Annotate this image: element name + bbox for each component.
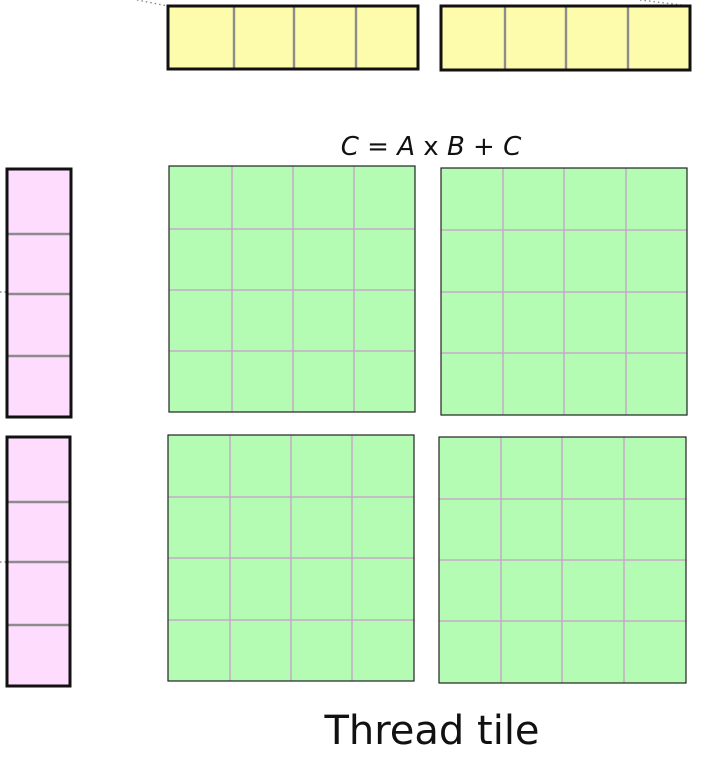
- accumulator-tile-top-right: [440, 167, 688, 416]
- accumulator-tile-bottom-left: [167, 434, 415, 682]
- accumulator-tile-bottom-right: [438, 436, 687, 684]
- b-fragment-right: [439, 4, 692, 72]
- b-fragment-left: [166, 4, 420, 71]
- formula-plus: +: [465, 132, 503, 162]
- formula-equals: =: [359, 132, 397, 162]
- formula-c-accumulator: C: [503, 132, 522, 162]
- formula-c-term: C: [341, 132, 360, 162]
- leader-line-b-left: [136, 0, 169, 7]
- accumulator-tile-top-left: [168, 165, 416, 413]
- a-fragment-top: [5, 167, 73, 419]
- formula-a-term: A: [395, 132, 415, 162]
- formula-times: x: [415, 132, 447, 162]
- thread-tile-caption: Thread tile: [323, 708, 539, 754]
- formula-b-term: B: [447, 132, 465, 162]
- formula-label: C = A x B + C: [341, 132, 522, 162]
- a-fragment-bottom: [5, 435, 72, 688]
